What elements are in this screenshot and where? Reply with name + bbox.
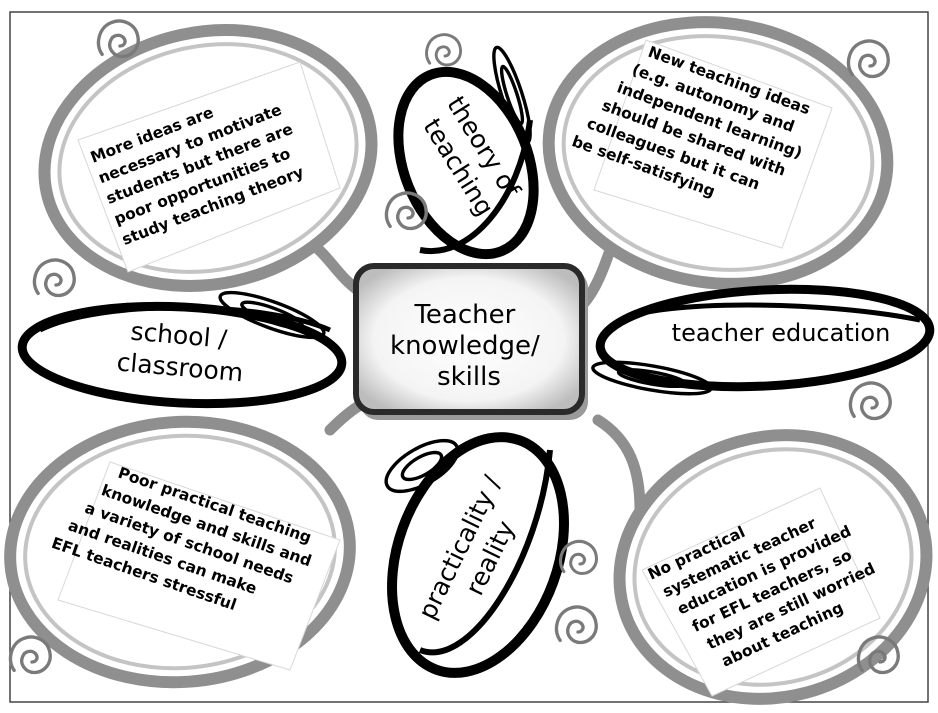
spiral-icon	[384, 191, 428, 231]
center-label-line: knowledge/	[390, 331, 540, 361]
spiral-icon	[856, 635, 900, 675]
category-ovals	[17, 66, 935, 678]
swirl-icon	[591, 360, 713, 396]
note-papers	[57, 39, 881, 697]
category-label-education: teacher education	[672, 319, 891, 347]
spiral-icon	[425, 33, 463, 67]
swirl-icon	[384, 438, 460, 494]
center-label-line: Teacher	[413, 300, 515, 330]
spiral-icon	[559, 539, 598, 576]
spiral-icon	[96, 19, 140, 59]
spiral-decorations	[8, 19, 900, 675]
spiral-icon	[32, 258, 76, 298]
spiral-icon	[848, 381, 892, 421]
center-label: Teacher knowledge/ skills	[390, 300, 548, 392]
spiral-icon	[846, 39, 890, 79]
swirl-icon	[218, 290, 326, 340]
center-label-line: skills	[437, 362, 501, 392]
center-box	[353, 263, 585, 415]
swirl-accents	[218, 45, 713, 494]
swirl-icon	[492, 45, 532, 145]
spiral-icon	[554, 605, 598, 645]
spiral-icon	[8, 635, 52, 675]
